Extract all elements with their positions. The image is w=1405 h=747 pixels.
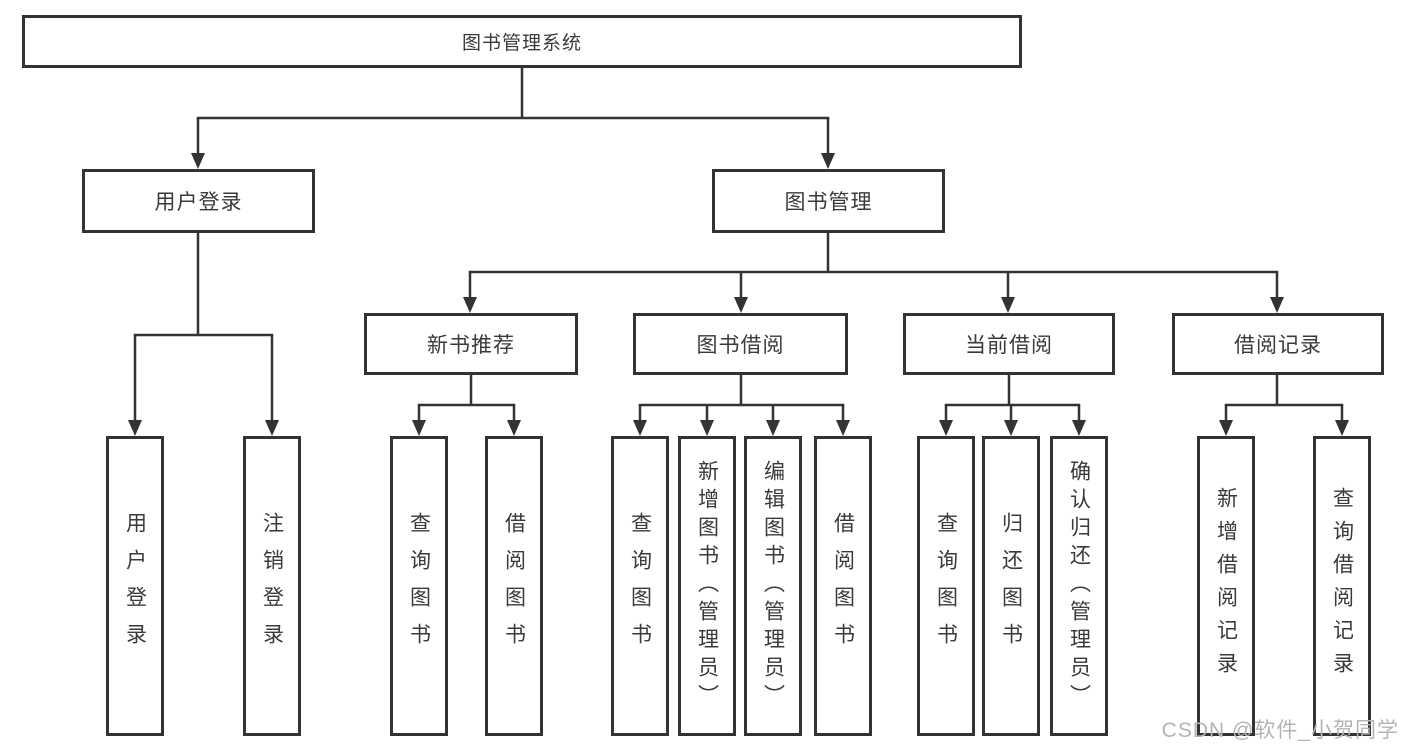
leaf-add-borrow-record: 新增借阅记录	[1197, 436, 1255, 736]
leaf-query-borrow-record: 查询借阅记录	[1313, 436, 1371, 736]
leaf-logout-label: 注销登录	[260, 512, 284, 660]
leaf-recommend-borrow-books: 借阅图书	[485, 436, 543, 736]
leaf-confirm-return-admin: 确认归还（管理员）	[1050, 436, 1108, 736]
node-user-login-label: 用户登录	[154, 191, 243, 214]
connector-book-management	[463, 233, 1284, 313]
node-root-system: 图书管理系统	[22, 15, 1022, 68]
node-current-borrow: 当前借阅	[903, 313, 1115, 375]
node-current-borrow-label: 当前借阅	[965, 334, 1053, 357]
leaf-add-books-admin: 新增图书（管理员）	[678, 436, 736, 736]
connector-book-borrow	[633, 375, 850, 436]
leaf-edit-books-admin: 编辑图书（管理员）	[744, 436, 802, 736]
connector-root	[191, 68, 835, 169]
connector-borrow-records	[1219, 375, 1349, 436]
leaf-edit-books-admin-label: 编辑图书（管理员）	[761, 460, 785, 712]
node-book-borrow-label: 图书借阅	[696, 334, 785, 357]
node-book-management-label: 图书管理	[784, 191, 873, 214]
connector-new-book-recommend	[412, 375, 521, 436]
leaf-borrow-query-books: 查询图书	[611, 436, 669, 736]
leaf-recommend-query-books-label: 查询图书	[407, 512, 431, 660]
node-user-login: 用户登录	[82, 169, 315, 233]
leaf-recommend-borrow-books-label: 借阅图书	[502, 512, 526, 660]
node-book-borrow: 图书借阅	[633, 313, 848, 375]
connector-user-login	[128, 233, 279, 436]
leaf-current-query-books: 查询图书	[917, 436, 975, 736]
leaf-query-borrow-record-label: 查询借阅记录	[1330, 487, 1354, 685]
node-new-book-recommend-label: 新书推荐	[427, 334, 515, 357]
node-root-system-label: 图书管理系统	[461, 33, 582, 54]
connector-current-borrow	[939, 375, 1086, 436]
leaf-recommend-query-books: 查询图书	[390, 436, 448, 736]
node-book-management: 图书管理	[712, 169, 945, 233]
leaf-borrow-books: 借阅图书	[814, 436, 872, 736]
node-borrow-records-label: 借阅记录	[1234, 334, 1322, 357]
leaf-user-login-label: 用户登录	[123, 512, 147, 660]
leaf-current-query-books-label: 查询图书	[934, 512, 958, 660]
leaf-return-books: 归还图书	[982, 436, 1040, 736]
leaf-borrow-books-label: 借阅图书	[831, 512, 855, 660]
node-new-book-recommend: 新书推荐	[364, 313, 578, 375]
node-borrow-records: 借阅记录	[1172, 313, 1384, 375]
leaf-add-borrow-record-label: 新增借阅记录	[1214, 487, 1238, 685]
leaf-borrow-query-books-label: 查询图书	[628, 512, 652, 660]
leaf-logout: 注销登录	[243, 436, 301, 736]
leaf-add-books-admin-label: 新增图书（管理员）	[695, 460, 719, 712]
leaf-user-login: 用户登录	[106, 436, 164, 736]
leaf-confirm-return-admin-label: 确认归还（管理员）	[1067, 460, 1091, 712]
leaf-return-books-label: 归还图书	[999, 512, 1023, 660]
